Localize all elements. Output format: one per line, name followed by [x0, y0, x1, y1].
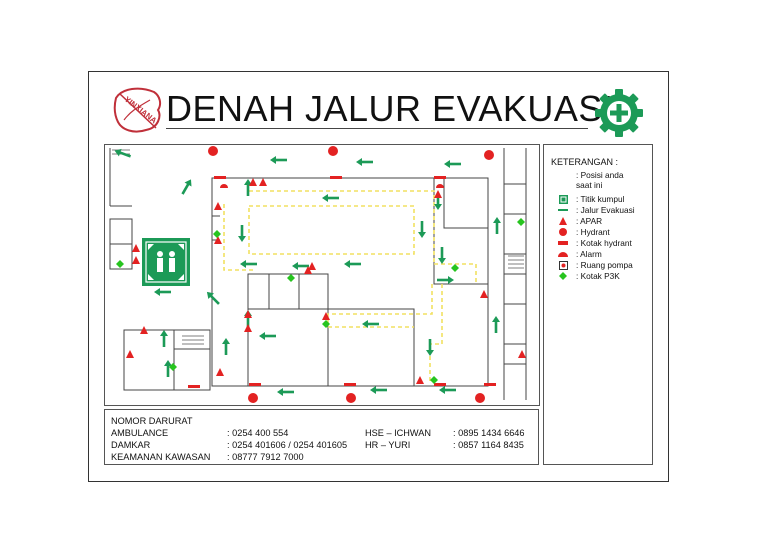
legend-item-first-aid: : Kotak P3K: [550, 271, 620, 282]
evacuation-path-lines: [223, 190, 477, 382]
legend-label-pump: : Ruang pompa: [576, 260, 633, 270]
legend-item-apar: : APAR: [550, 216, 602, 227]
alarm-icon: [550, 249, 576, 259]
legend-item-hydrant: : Hydrant: [550, 227, 610, 238]
hydrant-markers: [208, 146, 494, 403]
logo-stamp-icon: YINXIANA: [113, 87, 162, 133]
legend-label-position-1: : Posisi anda: [576, 170, 624, 180]
logo-text: YINXIANA: [123, 95, 159, 126]
first-aid-box-icon: [550, 271, 576, 281]
legend-label-alarm: : Alarm: [576, 249, 602, 259]
page-title: DENAH JALUR EVAKUASI: [166, 88, 614, 129]
contact-label-damkar: DAMKAR: [111, 440, 151, 450]
title-underline: [166, 128, 588, 129]
floor-plan: [104, 144, 540, 406]
contact-value-hse: : 0895 1434 6646: [453, 428, 525, 438]
assembly-point-icon: [550, 194, 576, 204]
legend-label-path: : Jalur Evakuasi: [576, 205, 635, 215]
legend-label-hydrant-box: : Kotak hydrant: [576, 238, 632, 248]
contact-value-ambulance: : 0254 400 554: [227, 428, 289, 438]
contact-label-hse: HSE – ICHWAN: [365, 428, 432, 438]
legend-item-alarm: : Alarm: [550, 249, 602, 260]
legend-label-first-aid: : Kotak P3K: [576, 271, 620, 281]
contacts-title: NOMOR DARURAT: [111, 416, 193, 426]
emergency-contacts-panel: NOMOR DARURAT AMBULANCE : 0254 400 554 D…: [104, 409, 539, 465]
legend-label-hydrant: : Hydrant: [576, 227, 610, 237]
apar-markers: [126, 178, 526, 384]
hydrant-box-markers: [188, 176, 496, 388]
contact-label-hr: HR – YURI: [365, 440, 411, 450]
assembly-point-icon: [142, 238, 190, 286]
legend-item-position: : Posisi anda saat ini: [550, 170, 624, 190]
contact-value-hr: : 0857 1164 8435: [453, 440, 524, 450]
legend-label-position-2: saat ini: [576, 180, 603, 190]
legend-item-pump: : Ruang pompa: [550, 260, 633, 271]
evacuation-path-icon: [550, 205, 576, 215]
contact-label-security: KEAMANAN KAWASAN: [111, 452, 211, 462]
legend-item-assembly: : Titik kumpul: [550, 194, 624, 205]
contact-label-ambulance: AMBULANCE: [111, 428, 169, 438]
floor-plan-frame: [104, 144, 540, 406]
legend-label-assembly: : Titik kumpul: [576, 194, 625, 204]
legend-item-hydrant-box: : Kotak hydrant: [550, 238, 632, 249]
you-are-here-icon: [550, 170, 576, 180]
contact-value-damkar: : 0254 401606 / 0254 401605: [227, 440, 348, 450]
legend-title: KETERANGAN :: [551, 157, 619, 167]
apar-icon: [550, 216, 576, 226]
legend-panel: KETERANGAN : : Posisi anda saat ini : Ti…: [543, 144, 653, 465]
legend-item-path: : Jalur Evakuasi: [550, 205, 635, 216]
hydrant-icon: [550, 227, 576, 237]
pump-room-icon: [550, 260, 576, 270]
contact-value-security: : 08777 7912 7000: [227, 452, 304, 462]
legend-label-apar: : APAR: [576, 216, 603, 226]
alarm-markers: [220, 184, 444, 188]
hydrant-box-icon: [550, 238, 576, 248]
first-aid-markers: [116, 218, 525, 384]
k3-safety-icon: [595, 89, 643, 137]
